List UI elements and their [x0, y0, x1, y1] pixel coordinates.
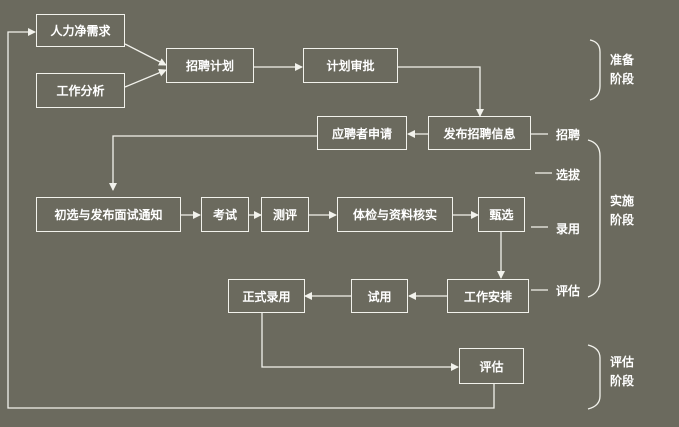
node-recruit-plan: 招聘计划 [166, 48, 254, 83]
arrow-feedback-to-demand [7, 28, 495, 409]
node-publish-info: 发布招聘信息 [428, 116, 531, 150]
stage-label-recruit: 招聘 [556, 128, 581, 142]
node-assessment: 测评 [261, 197, 309, 232]
phase-eval-line2: 阶段 [609, 374, 634, 388]
node-plan-approval: 计划审批 [303, 48, 398, 83]
bracket-eval-phase [587, 344, 601, 410]
phase-impl-line2: 阶段 [609, 213, 634, 227]
node-job-arrangement: 工作安排 [447, 279, 529, 313]
node-exam: 考试 [201, 197, 249, 232]
phase-eval-line1: 评估 [609, 355, 634, 369]
arrow-approval-to-publish [398, 66, 484, 117]
node-selection: 甄选 [478, 197, 525, 232]
phase-prep-line2: 阶段 [609, 72, 634, 86]
node-screen-notify: 初选与发布面试通知 [36, 197, 181, 232]
arrow-formal-to-evaluation [261, 313, 459, 371]
node-medical-check: 体检与资料核实 [337, 197, 453, 232]
node-probation: 试用 [351, 279, 408, 313]
arrow-apply-to-screen [109, 135, 317, 191]
arrow-analysis-to-plan [124, 68, 167, 88]
phase-prep-line1: 准备 [609, 53, 634, 67]
phase-eval: 评估 阶段 [602, 353, 642, 391]
node-job-analysis: 工作分析 [36, 73, 125, 108]
phase-impl: 实施 阶段 [602, 192, 642, 230]
node-applicant-apply: 应聘者申请 [317, 116, 407, 150]
arrow-demand-to-plan [124, 43, 167, 66]
node-manpower-demand: 人力净需求 [36, 14, 125, 47]
node-evaluation: 评估 [459, 348, 524, 384]
stage-label-select: 选拔 [556, 168, 581, 182]
phase-impl-line1: 实施 [609, 194, 634, 208]
stage-label-hire: 录用 [556, 222, 581, 236]
node-formal-hire: 正式录用 [228, 279, 305, 313]
phase-prep: 准备 阶段 [602, 51, 642, 89]
bracket-impl-phase [587, 139, 601, 298]
bracket-prep-phase [589, 39, 601, 101]
stage-label-evaluate: 评估 [556, 284, 581, 298]
